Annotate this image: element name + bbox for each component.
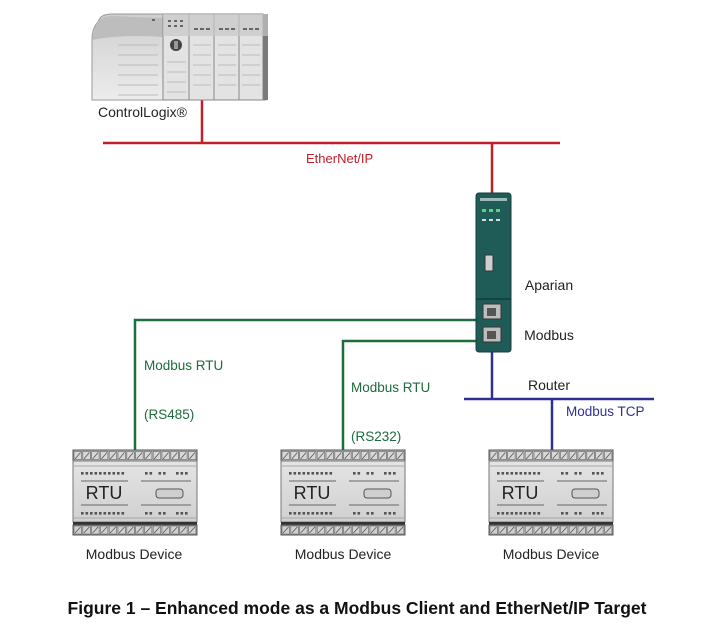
router-label-line3: Router (527, 377, 571, 394)
status-leds (482, 209, 500, 212)
modbus-tcp-label: Modbus TCP (566, 404, 645, 419)
device-2-caption: Modbus Device (294, 546, 392, 562)
ethernet-ip-label: EtherNet/IP (306, 151, 374, 166)
controllogix-plc (91, 13, 268, 101)
modbus-tcp-network (464, 352, 654, 450)
modbus-rtu-rs232-link (341, 339, 476, 450)
rs232-label-line2: (RS232) (351, 428, 402, 444)
rs232-label-line1: Modbus RTU (351, 380, 431, 396)
terminal-strip-bottom (72, 522, 198, 536)
usb-port-icon (484, 254, 494, 272)
terminal-strip-bottom (488, 522, 614, 536)
device-3-caption: Modbus Device (502, 546, 600, 562)
rs485-label-line2: (RS485) (144, 406, 195, 422)
ethernet-ip-network (103, 100, 560, 193)
device-face-label: RTU (294, 483, 331, 503)
device-display-icon (155, 488, 184, 499)
router-label-line2: Modbus (524, 326, 574, 343)
device-face-label: RTU (86, 483, 123, 503)
modbus-rtu-rs485-link (133, 318, 476, 450)
modbus-device-2: RTU (280, 449, 406, 536)
router-label-line1: Aparian (524, 276, 574, 293)
router-label: Aparian Modbus Router (521, 243, 577, 411)
terminal-strip-top (488, 449, 614, 462)
figure-caption: Figure 1 – Enhanced mode as a Modbus Cli… (67, 598, 647, 618)
rs485-label-line1: Modbus RTU (144, 358, 224, 374)
aparian-modbus-router (475, 192, 512, 353)
device-1-caption: Modbus Device (85, 546, 183, 562)
rs232-label: Modbus RTU (RS232) (351, 348, 430, 461)
device-display-icon (571, 488, 600, 499)
modbus-device-3: RTU (488, 449, 614, 536)
rs485-label: Modbus RTU (RS485) (144, 326, 223, 439)
modbus-device-1: RTU (72, 449, 198, 536)
terminal-strip-top (72, 449, 198, 462)
device-display-icon (363, 488, 392, 499)
device-face-label: RTU (502, 483, 539, 503)
plc-label: ControlLogix® (98, 104, 187, 120)
terminal-strip-bottom (280, 522, 406, 536)
